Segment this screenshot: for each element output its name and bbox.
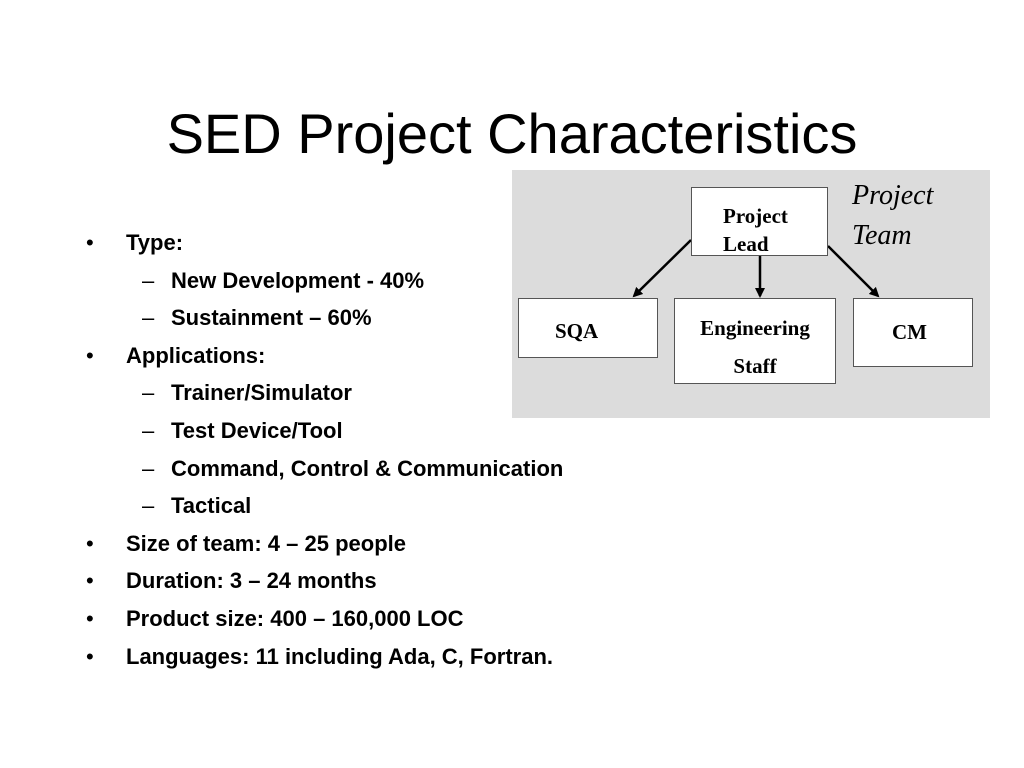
bullet-list: •Type: –New Development - 40% –Sustainme…: [86, 224, 646, 675]
project-team-diagram: Project Team Project Lead SQA Engineerin…: [512, 170, 990, 418]
team-label-line: Team: [852, 220, 912, 251]
bullet-marker: –: [142, 455, 155, 481]
sub-bullet-item: –Trainer/Simulator: [86, 374, 646, 412]
arrow-lead-to-cm: [827, 245, 880, 298]
sub-bullet-item: –New Development - 40%: [86, 262, 646, 300]
bullet-marker: •: [86, 342, 94, 368]
arrow-lead-to-sqa: [632, 239, 692, 298]
bullet-marker: •: [86, 230, 94, 255]
engineering-staff-label: Staff: [733, 354, 777, 378]
bullet-text: Trainer/Simulator: [171, 380, 352, 406]
project-lead-box: Project Lead: [691, 187, 828, 256]
bullet-item: • Applications:: [86, 337, 646, 375]
team-label-line: Project: [852, 180, 934, 211]
bullet-text: Test Device/Tool: [171, 417, 343, 443]
project-lead-label: Lead: [723, 232, 769, 256]
sqa-label: SQA: [555, 319, 599, 343]
sqa-box: SQA: [518, 298, 658, 358]
bullet-text: Command, Control & Communication: [171, 455, 564, 481]
engineering-staff-label: Engineering: [700, 316, 810, 340]
bullet-text: Size of team: 4 – 25 people: [126, 530, 406, 556]
bullet-marker: –: [142, 380, 155, 406]
bullet-item: • Type:: [86, 224, 646, 262]
bullet-marker: –: [142, 417, 155, 443]
engineering-staff-box: Engineering Staff: [674, 298, 836, 384]
bullet-marker: –: [142, 493, 155, 519]
sub-bullet-item: –Sustainment – 60%: [86, 299, 646, 337]
cm-label: CM: [892, 320, 927, 344]
bullet-text: Tactical: [171, 493, 252, 519]
bullet-text: New Development - 40%: [171, 267, 425, 293]
bullet-text: Sustainment – 60%: [171, 305, 372, 331]
bullet-text: Languages: 11 including Ada, C, Fortran.: [126, 643, 554, 669]
org-chart-arrows: [632, 239, 880, 298]
bullet-marker: •: [86, 568, 94, 594]
project-lead-label: Project: [723, 204, 788, 228]
bullet-marker: •: [86, 643, 94, 669]
bullet-marker: •: [86, 605, 94, 631]
bullet-text: Product size: 400 – 160,000 LOC: [126, 605, 464, 631]
bullet-marker: •: [86, 530, 94, 556]
bullet-item: • Languages: 11 including Ada, C, Fortran…: [86, 638, 646, 676]
bullet-text: Applications:: [126, 342, 266, 368]
bullet-item: • Size of team: 4 – 25 people: [86, 525, 646, 563]
slide-title: SED Project Characteristics: [166, 102, 858, 165]
bullet-marker: –: [142, 267, 155, 293]
bullet-text: Duration: 3 – 24 months: [126, 568, 377, 594]
bullet-item: • Product size: 400 – 160,000 LOC: [86, 600, 646, 638]
bullet-item: • Duration: 3 – 24 months: [86, 562, 646, 600]
sub-bullet-item: –Tactical: [86, 487, 646, 525]
sub-bullet-item: –Test Device/Tool: [86, 412, 646, 450]
sub-bullet-item: –Command, Control & Communication: [86, 450, 646, 488]
bullet-text: Type:: [126, 230, 184, 255]
project-team-label: Project Team: [852, 176, 933, 256]
bullet-marker: –: [142, 305, 155, 331]
cm-box: CM: [853, 298, 973, 367]
